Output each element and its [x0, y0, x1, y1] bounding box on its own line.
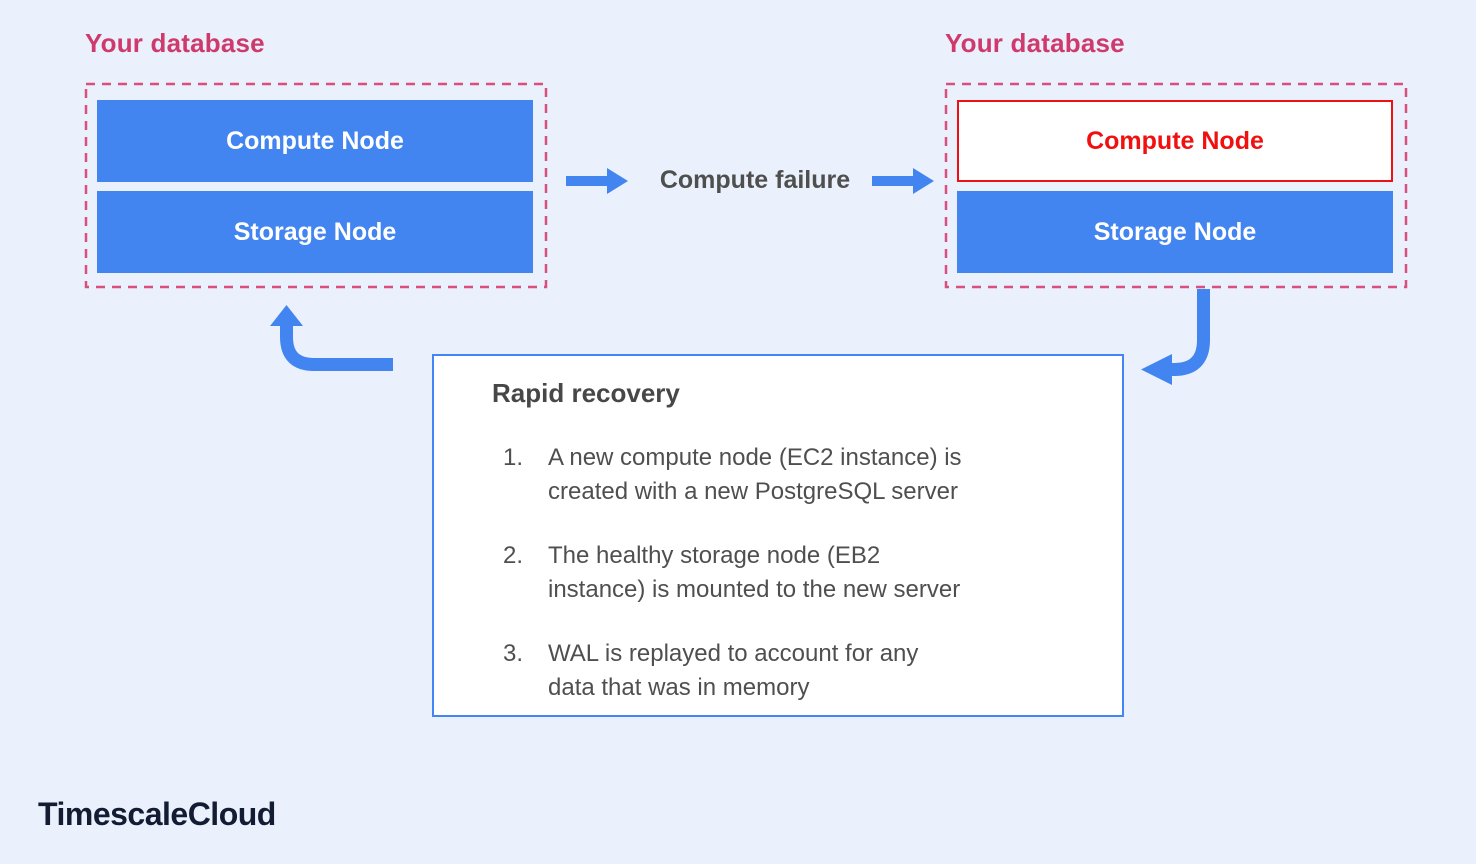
step-number: 2. — [503, 542, 524, 569]
left-storage-node-label: Storage Node — [233, 217, 397, 246]
left-db-title: Your database — [85, 28, 265, 58]
right-compute-node-failed: Compute Node — [957, 100, 1393, 182]
left-compute-node: Compute Node — [97, 100, 533, 182]
step-number: 1. — [503, 444, 524, 471]
left-compute-node-label: Compute Node — [226, 126, 404, 155]
recovery-step: 3. WAL is replayed to account for any da… — [503, 637, 962, 705]
rapid-recovery-title: Rapid recovery — [492, 378, 680, 408]
elbow-arrow-up-icon — [270, 305, 393, 371]
left-storage-node: Storage Node — [97, 191, 533, 273]
step-text: A new compute node (EC2 instance) is cre… — [548, 444, 962, 505]
right-arrow-icon — [872, 168, 934, 194]
step-text: The healthy storage node (EB2 instance) … — [548, 542, 961, 603]
step-number: 3. — [503, 640, 524, 667]
elbow-arrow-down-left-icon — [1141, 289, 1210, 385]
right-storage-node-label: Storage Node — [1093, 217, 1257, 246]
recovery-steps-list: 1. A new compute node (EC2 instance) is … — [503, 441, 962, 735]
right-db-title: Your database — [945, 28, 1125, 58]
step-text: WAL is replayed to account for any data … — [548, 640, 919, 701]
right-arrow-icon — [566, 168, 628, 194]
recovery-step: 1. A new compute node (EC2 instance) is … — [503, 441, 962, 509]
rapid-recovery-box: Rapid recovery 1. A new compute node (EC… — [432, 354, 1124, 717]
compute-failure-label: Compute failure — [659, 166, 851, 194]
timescale-cloud-logo: TimescaleCloud — [38, 796, 276, 832]
right-storage-node: Storage Node — [957, 191, 1393, 273]
right-compute-node-label: Compute Node — [1086, 126, 1264, 155]
recovery-step: 2. The healthy storage node (EB2 instanc… — [503, 539, 962, 607]
